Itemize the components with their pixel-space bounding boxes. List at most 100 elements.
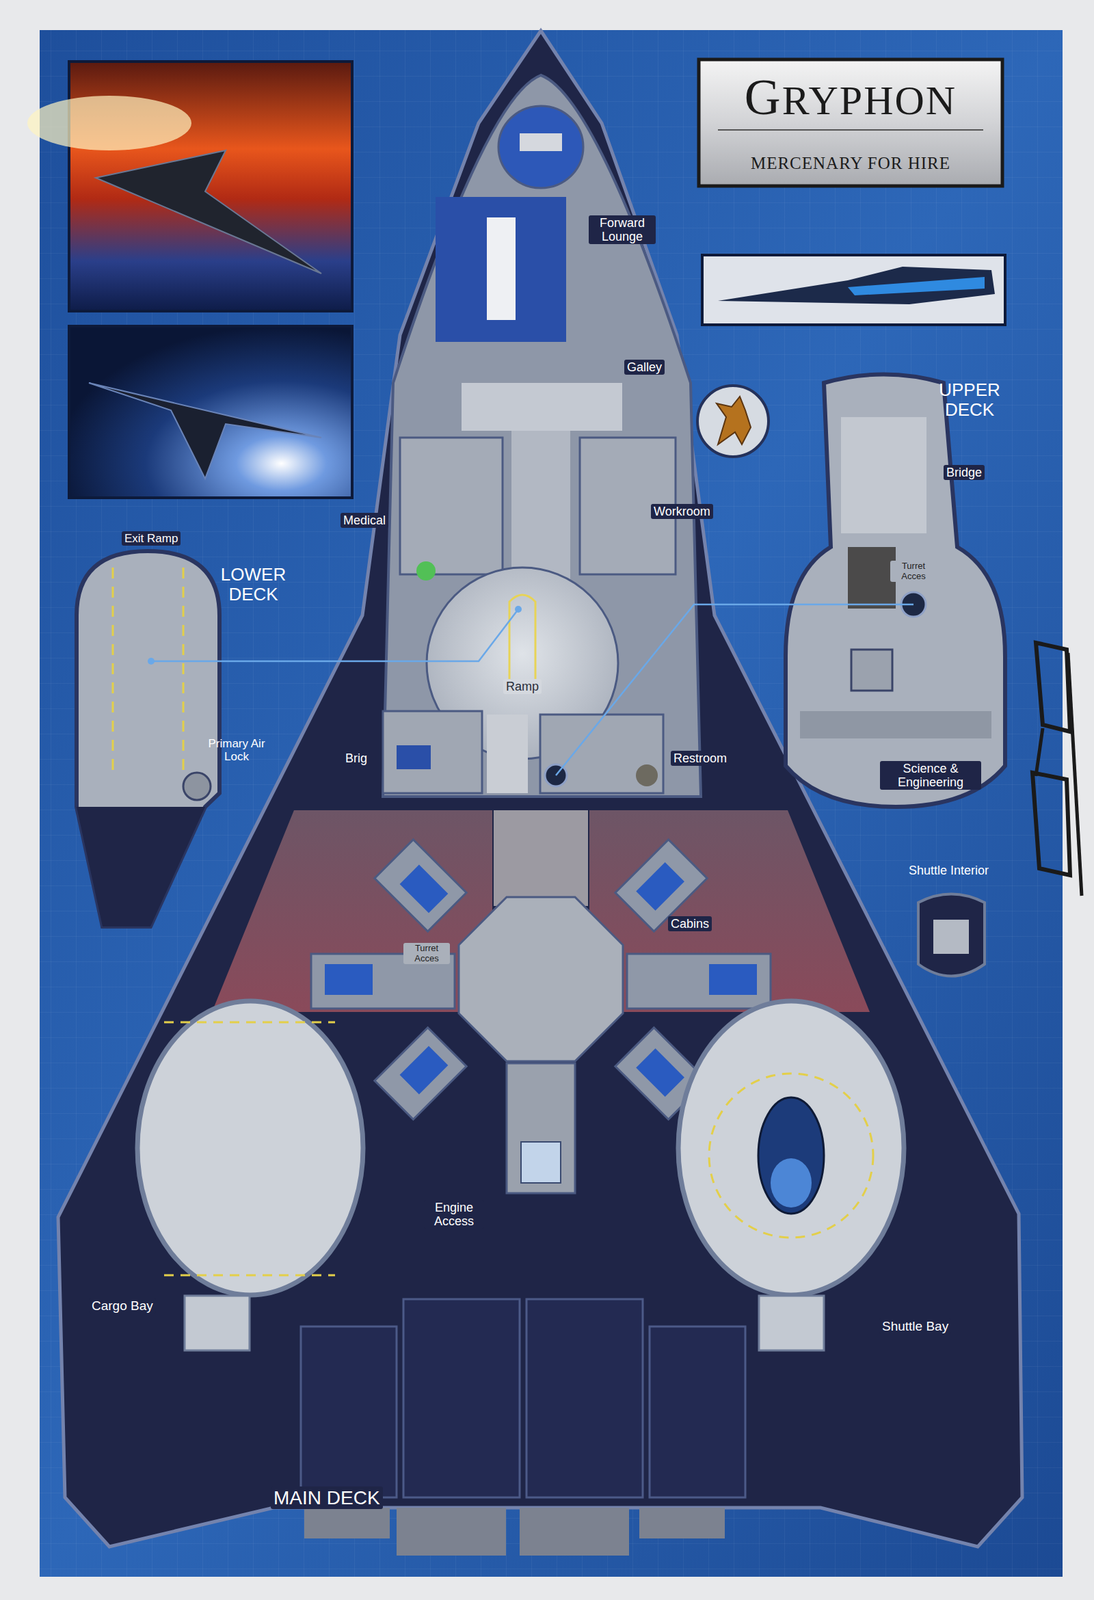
corridor-red-lit-part xyxy=(589,810,870,1012)
main-deck-hull-part xyxy=(416,561,436,581)
eyeglasses-part xyxy=(1035,728,1043,777)
shuttle-bay-part xyxy=(678,1001,904,1296)
ship-picture-part xyxy=(27,95,192,151)
upper-deck-plan-part xyxy=(851,649,893,691)
main-deck-hull-part xyxy=(486,217,516,320)
cabins-block-part xyxy=(521,1141,561,1183)
room-label: Restroom xyxy=(670,750,730,766)
lower-deck-plan-part xyxy=(183,772,211,800)
shuttle-bay-part xyxy=(758,1097,824,1214)
main-deck-hull-part xyxy=(540,714,664,794)
lower-deck-plan-part xyxy=(112,567,115,773)
ship-subtitle: MERCENARY FOR HIRE xyxy=(709,153,992,173)
main-deck-hull-part xyxy=(509,594,536,691)
leader-line-part xyxy=(151,609,519,662)
shuttle-interior-plan xyxy=(918,894,985,977)
engine-section-part xyxy=(403,1299,520,1498)
room-label: Turret Acces xyxy=(890,560,937,582)
upper-deck-plan xyxy=(785,374,1006,808)
title-plate-part xyxy=(698,59,1003,186)
room-label: Shuttle Bay xyxy=(879,1318,952,1334)
main-deck-hull xyxy=(58,30,1023,1547)
main-deck-hull-part xyxy=(486,714,528,794)
ship-picture-part xyxy=(88,382,322,479)
gryphon-emblem-part xyxy=(697,385,769,457)
engine-section-part xyxy=(396,1507,506,1556)
lower-deck-plan-part xyxy=(76,551,220,927)
cargo-bay-part xyxy=(184,1295,250,1351)
engine-section-part xyxy=(300,1326,397,1498)
shuttle-bay-part xyxy=(709,1073,874,1238)
ship-picture-part xyxy=(95,150,322,274)
leader-line-part xyxy=(514,605,522,613)
ship-picture-part xyxy=(847,276,985,296)
engine-section-part xyxy=(639,1507,725,1539)
main-deck-hull-part xyxy=(435,196,567,342)
cargo-bay-part xyxy=(164,1274,336,1277)
eyeglasses xyxy=(1032,642,1082,896)
room-label: Cargo Bay xyxy=(88,1297,156,1314)
cargo-bay-part xyxy=(164,1021,336,1024)
lower-deck-plan-part xyxy=(182,567,185,773)
room-label: Brig xyxy=(342,750,370,766)
room-label: Galley xyxy=(624,359,665,375)
cabins-block-part xyxy=(458,897,623,1062)
shuttle-bay-part xyxy=(758,1295,824,1351)
main-deck-hull-part xyxy=(498,105,584,189)
cabins-block-part xyxy=(635,862,685,911)
room-label: Turret Acces xyxy=(403,942,450,965)
poster-ground xyxy=(39,30,1063,1577)
cabins-block-part xyxy=(626,953,771,1009)
main-deck-hull-part xyxy=(399,437,503,575)
upper-deck-plan-part xyxy=(785,374,1006,808)
main-deck-hull-part xyxy=(396,745,431,770)
shuttle-bay-part xyxy=(770,1158,812,1208)
cabins-block-part xyxy=(709,964,757,995)
upper-deck-plan-part xyxy=(841,417,927,534)
shuttle-bay xyxy=(678,1001,904,1351)
ship-picture-part xyxy=(702,255,1006,325)
upper-deck-plan-part xyxy=(799,711,992,739)
poster-ground-part xyxy=(39,30,1063,1577)
main-deck-hull-part xyxy=(635,764,658,787)
cabins-block-part xyxy=(635,1048,685,1097)
deck-name: MAIN DECK xyxy=(270,1486,383,1510)
title-plate-part xyxy=(717,129,984,131)
ship-title: GRYPHON xyxy=(709,69,992,127)
ship-picture-part xyxy=(69,326,353,498)
cabins-block-part xyxy=(374,1027,467,1120)
corridor-red-lit-part xyxy=(493,810,589,906)
cargo-bay xyxy=(137,1001,364,1351)
main-deck-hull-part xyxy=(461,382,623,431)
room-label: Forward Lounge xyxy=(588,215,656,245)
cabins-block-part xyxy=(399,1046,449,1095)
engine-section xyxy=(300,1299,746,1556)
deck-name: LOWER DECK xyxy=(204,564,303,606)
cabins-block-part xyxy=(506,1063,576,1194)
shuttle-interior-plan-part xyxy=(933,919,969,954)
eyeglasses-part xyxy=(1032,772,1071,876)
main-deck-hull-part xyxy=(382,75,701,797)
cabins-block-part xyxy=(324,964,373,995)
leader-line-part xyxy=(555,604,914,776)
room-label: Ramp xyxy=(503,678,542,695)
eyeglasses-part xyxy=(1035,642,1071,732)
engine-section-part xyxy=(304,1507,390,1539)
room-label: Engine Access xyxy=(423,1199,485,1229)
cabins-block-part xyxy=(374,839,467,932)
engine-section-part xyxy=(526,1299,643,1498)
engine-section-part xyxy=(519,1507,630,1556)
cabins-block-part xyxy=(399,864,449,914)
room-label: Cabins xyxy=(668,916,712,932)
deck-name: UPPER DECK xyxy=(925,379,1014,421)
main-deck-hull-part xyxy=(58,30,1023,1547)
gryphon-emblem-part xyxy=(716,396,751,445)
room-label: Shuttle Interior xyxy=(905,862,992,878)
room-label: Medical xyxy=(340,512,389,528)
upper-deck-plan-part xyxy=(847,547,896,609)
poster-ground-part xyxy=(39,30,1063,1577)
gryphon-emblem xyxy=(697,385,769,457)
lower-deck-plan xyxy=(76,551,220,927)
room-label: Workroom xyxy=(650,503,714,519)
